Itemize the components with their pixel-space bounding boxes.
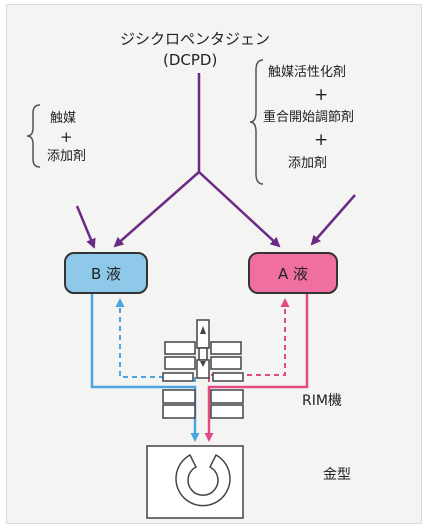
mold — [146, 445, 244, 519]
b-liquid-box: B 液 — [64, 252, 148, 294]
dcpd-abbrev: (DCPD) — [163, 51, 218, 69]
a-feed-line — [204, 292, 309, 442]
left-additive-additive: 添加剤 — [47, 149, 87, 164]
a-liquid-box: A 液 — [248, 252, 338, 294]
mold-label: 金型 — [323, 467, 351, 483]
mixing-head-arrow-up-icon — [200, 326, 206, 334]
left-additive-catalyst: 触媒 — [50, 111, 77, 126]
right-brace — [249, 59, 264, 185]
b-return-line — [115, 298, 196, 382]
left-brace — [26, 104, 41, 168]
dcpd-name: ジシクロペンタジェン — [120, 30, 271, 48]
right-additive-plus-2: + — [314, 130, 329, 150]
mixing-head-arrow-down-icon — [200, 361, 206, 367]
right-additive-activator: 触媒活性化剤 — [268, 65, 347, 80]
right-additive-plus-1: + — [314, 85, 329, 105]
right-additive-additive: 添加剤 — [288, 156, 328, 171]
dcpd-to-a-arrow — [198, 171, 281, 248]
rim-machine-label: RIM機 — [302, 393, 342, 409]
activator-to-a-arrow — [310, 194, 356, 246]
left-additive-plus: + — [60, 128, 73, 146]
rim-mixing-head — [162, 319, 244, 419]
dcpd-to-b-arrow — [113, 171, 200, 248]
catalyst-to-b-arrow — [75, 205, 96, 249]
right-additive-initiator: 重合開始調節剤 — [263, 110, 355, 125]
